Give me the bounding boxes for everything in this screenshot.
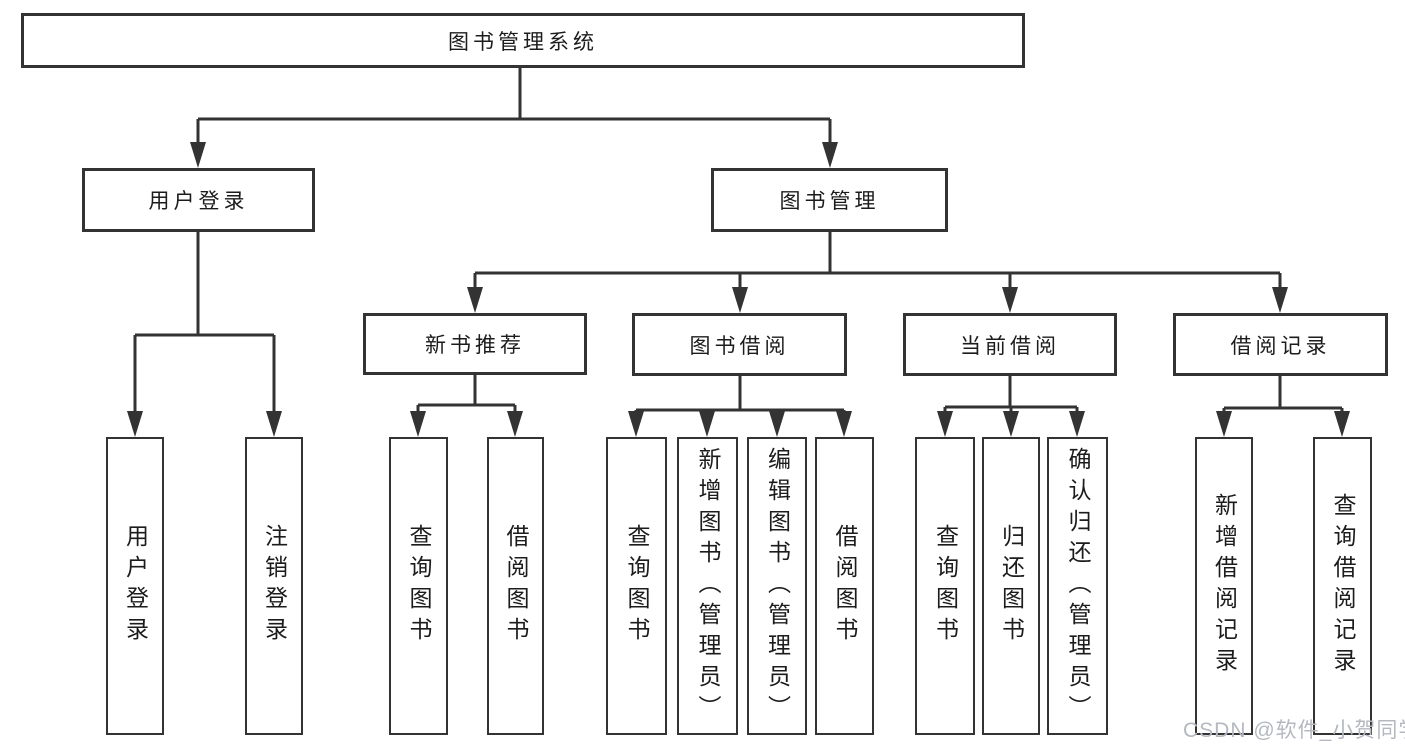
node-label: 查询图书 — [932, 524, 959, 648]
node-root: 图书管理系统 — [21, 13, 1025, 68]
arrow-down-icon — [836, 411, 852, 437]
node-label: 借阅图书 — [503, 524, 529, 648]
connector-new-book-rec-children — [410, 375, 523, 437]
leaf-logout: 注销登录 — [245, 437, 303, 735]
arrow-down-icon — [507, 411, 523, 437]
connector-current-borrow-children — [937, 376, 1085, 437]
node-label: 查询借阅记录 — [1330, 493, 1356, 679]
arrow-down-icon — [266, 411, 282, 437]
leaf-return-books: 归还图书 — [982, 437, 1040, 735]
arrow-down-icon — [822, 142, 838, 168]
node-label: 当前借阅 — [960, 334, 1060, 358]
arrow-down-icon — [1272, 287, 1288, 313]
node-label: 确认归还（管理员） — [1065, 446, 1091, 726]
arrow-down-icon — [467, 287, 483, 313]
arrow-down-icon — [1334, 411, 1350, 437]
node-current-borrow: 当前借阅 — [903, 313, 1117, 376]
node-label: 注销登录 — [261, 524, 288, 648]
leaf-query-books-borrow: 查询图书 — [606, 437, 667, 735]
arrow-down-icon — [1069, 411, 1085, 437]
node-label: 编辑图书（管理员） — [764, 446, 791, 726]
leaf-confirm-return-admin: 确认归还（管理员） — [1047, 437, 1108, 735]
arrow-down-icon — [628, 411, 644, 437]
node-book-management: 图书管理 — [711, 168, 948, 232]
node-label: 用户登录 — [148, 190, 249, 213]
arrow-down-icon — [190, 142, 206, 168]
node-root-label: 图书管理系统 — [448, 30, 598, 54]
arrow-down-icon — [1003, 411, 1019, 437]
leaf-query-borrow-record: 查询借阅记录 — [1313, 437, 1372, 735]
leaf-borrow-books: 借阅图书 — [815, 437, 874, 735]
connector-borrow-record-children — [1216, 376, 1350, 437]
connector-root-to-level2 — [190, 68, 838, 168]
leaf-edit-books-admin: 编辑图书（管理员） — [747, 437, 807, 735]
node-label: 图书借阅 — [689, 334, 790, 358]
connector-user-login-children — [127, 232, 282, 437]
node-new-book-recommend: 新书推荐 — [363, 313, 587, 375]
node-label: 借阅记录 — [1230, 334, 1331, 358]
node-label: 新书推荐 — [425, 334, 525, 357]
leaf-query-books-current: 查询图书 — [915, 437, 975, 735]
arrow-down-icon — [127, 411, 143, 437]
csdn-watermark: CSDN @软件_小贺同学 — [1183, 719, 1405, 742]
leaf-add-borrow-record: 新增借阅记录 — [1195, 437, 1253, 735]
connector-book-management-children — [467, 232, 1288, 313]
arrow-down-icon — [732, 287, 748, 313]
node-label: 图书管理 — [779, 190, 880, 213]
arrow-down-icon — [1216, 411, 1232, 437]
node-label: 归还图书 — [998, 524, 1025, 648]
node-label: 新增借阅记录 — [1211, 493, 1238, 679]
connector-book-borrow-children — [628, 376, 852, 437]
arrow-down-icon — [699, 411, 715, 437]
node-label: 新增图书（管理员） — [695, 446, 721, 726]
node-book-borrow: 图书借阅 — [632, 313, 847, 376]
leaf-add-books-admin: 新增图书（管理员） — [677, 437, 738, 735]
node-user-login: 用户登录 — [82, 168, 315, 232]
node-label: 借阅图书 — [832, 524, 858, 648]
arrow-down-icon — [769, 411, 785, 437]
node-label: 查询图书 — [624, 524, 650, 648]
leaf-borrow-books-recommend: 借阅图书 — [487, 437, 544, 735]
leaf-query-books-recommend: 查询图书 — [389, 437, 448, 735]
arrow-down-icon — [937, 411, 953, 437]
node-label: 查询图书 — [406, 524, 432, 648]
arrow-down-icon — [410, 411, 426, 437]
node-borrow-record: 借阅记录 — [1173, 313, 1388, 376]
node-label: 用户登录 — [122, 524, 149, 648]
arrow-down-icon — [1002, 287, 1018, 313]
leaf-user-login: 用户登录 — [106, 437, 164, 735]
